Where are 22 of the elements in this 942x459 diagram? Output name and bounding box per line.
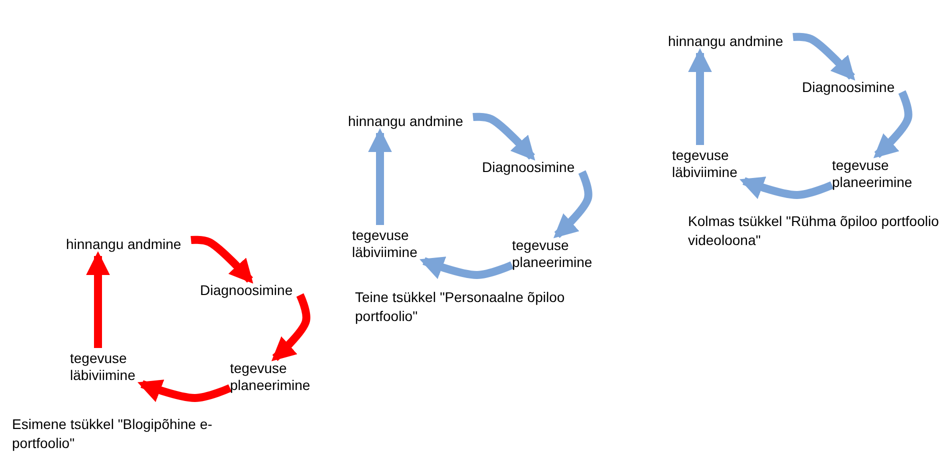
- cycle-caption: Teine tsükkel "Personaalne õpiloo portfoolio": [355, 288, 566, 326]
- cycle-caption: Esimene tsükkel "Blogipõhine e-portfoolio": [12, 415, 214, 453]
- step-label: tegevuse läbiviimine: [70, 350, 150, 384]
- block-arrow: [420, 256, 514, 279]
- block-arrow: [688, 48, 712, 145]
- block-arrow: [368, 128, 392, 225]
- step-label: tegevuse planeerimine: [512, 237, 600, 271]
- step-label: tegevuse planeerimine: [230, 360, 318, 394]
- step-label: Diagnoosimine: [200, 282, 300, 299]
- step-label: hinnangu andmine: [348, 113, 473, 130]
- step-label: tegevuse läbiviimine: [672, 147, 752, 181]
- block-arrow: [740, 176, 834, 199]
- cycle-caption: Kolmas tsükkel "Rühma õpiloo portfoolio videoloona": [688, 212, 940, 250]
- step-label: hinnangu andmine: [668, 33, 793, 50]
- block-arrow: [86, 251, 110, 348]
- block-arrow: [792, 32, 856, 81]
- step-label: Diagnoosimine: [482, 159, 582, 176]
- step-label: hinnangu andmine: [66, 236, 191, 253]
- block-arrow: [138, 380, 232, 402]
- step-label: Diagnoosimine: [802, 79, 902, 96]
- step-label: tegevuse läbiviimine: [352, 227, 432, 261]
- step-label: tegevuse planeerimine: [832, 157, 920, 191]
